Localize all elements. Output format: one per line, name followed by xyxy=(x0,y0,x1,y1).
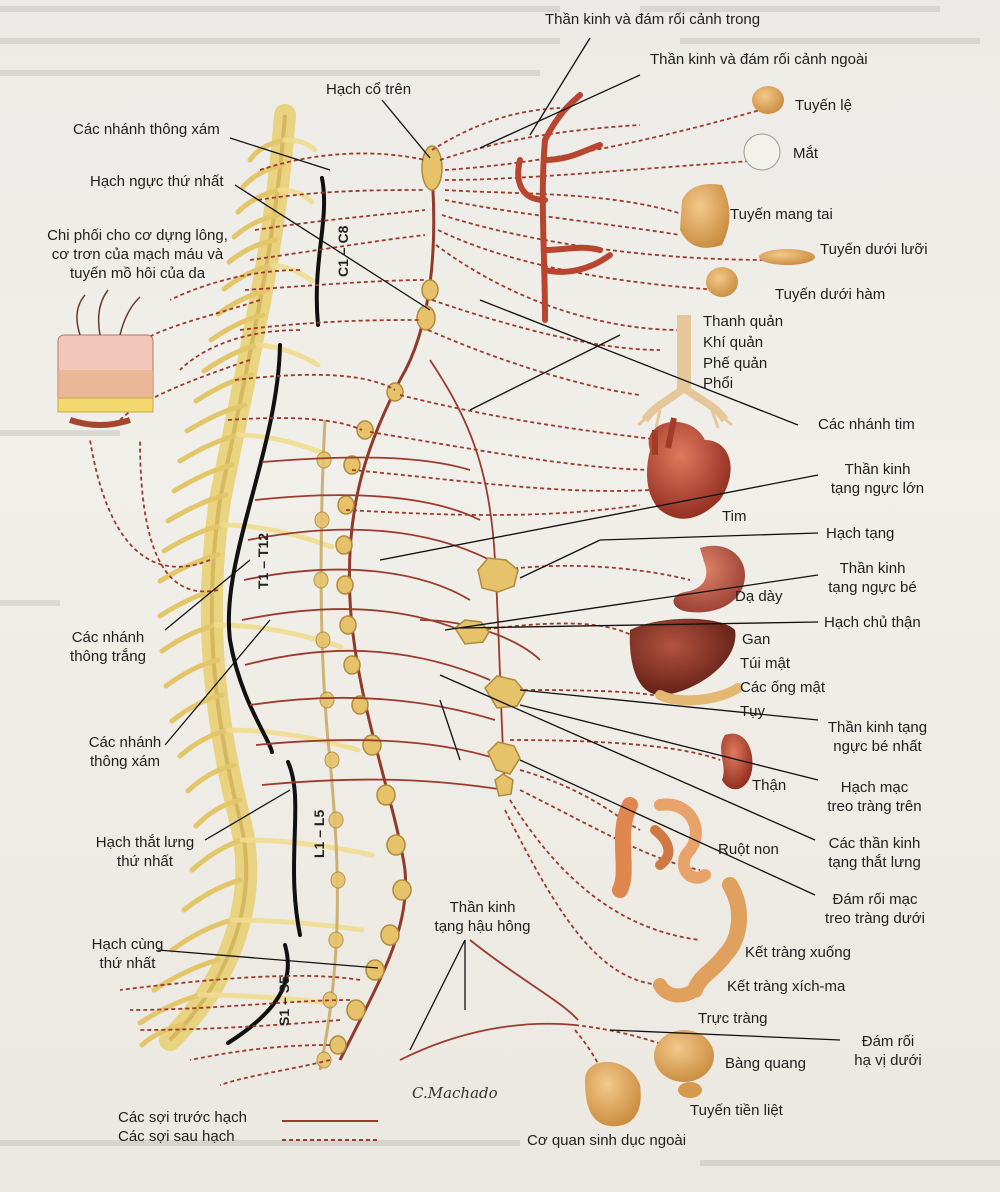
label-sigmoid-colon: Kết tràng xích-ma xyxy=(727,978,846,995)
label-urinary-bladder: Bàng quang xyxy=(725,1055,806,1072)
label-lacrimal-gland: Tuyến lệ xyxy=(795,97,852,114)
legend-preganglionic: Các sợi trước hạch xyxy=(118,1109,247,1126)
label-external-genitalia: Cơ quan sinh dục ngoài xyxy=(527,1132,687,1149)
segment-label-c1-c8: C1 – C8 xyxy=(335,225,351,277)
label-gallbladder: Túi mật xyxy=(740,655,791,672)
label-sublingual-gland: Tuyến dưới lưỡi xyxy=(820,241,928,258)
chain-ganglia xyxy=(329,145,443,1055)
label-lumbar-splanchnic: Các thần kinh tạng thắt lưng xyxy=(828,835,921,871)
head-organs xyxy=(680,86,815,297)
intestines xyxy=(612,797,748,1003)
label-parotid-gland: Tuyến mang tai xyxy=(730,206,833,223)
stomach-illustration xyxy=(673,545,745,613)
label-skin-innervation: Chi phối cho cơ dựng lông, cơ trơn của m… xyxy=(47,227,228,282)
label-lesser-splanchnic: Thần kinh tạng ngực bé xyxy=(828,560,917,596)
label-pancreas: Tụy xyxy=(740,703,766,720)
artist-signature: C.Machado xyxy=(412,1084,498,1102)
label-first-thoracic-ganglion: Hạch ngực thứ nhất xyxy=(90,173,224,190)
sympathetic-trunk xyxy=(338,149,436,1061)
label-kidney: Thận xyxy=(752,777,787,794)
label-white-rami: Các nhánh thông trắng xyxy=(70,629,146,665)
prevertebral-ganglia xyxy=(454,557,526,797)
pelvic-organs xyxy=(585,1030,714,1127)
label-aorticorenal-ganglion: Hạch chủ thận xyxy=(824,614,921,631)
skin-illustration xyxy=(57,289,154,428)
label-cardiac-branches: Các nhánh tim xyxy=(818,416,915,433)
leader-lines xyxy=(157,37,841,1051)
label-least-splanchnic: Thần kinh tạng ngực bé nhất xyxy=(827,719,928,755)
label-superior-cervical-ganglion: Hạch cổ trên xyxy=(326,81,412,98)
trachea-bronchi xyxy=(637,315,733,429)
kidney-illustration xyxy=(721,733,753,790)
segment-label-l1-l5: L1 – L5 xyxy=(311,809,327,858)
label-heart: Tim xyxy=(722,508,747,525)
label-liver: Gan xyxy=(742,631,771,648)
label-external-carotid: Thần kinh và đám rối cảnh ngoài xyxy=(650,51,868,68)
legend-postganglionic: Các sợi sau hạch xyxy=(118,1128,235,1145)
heart-illustration xyxy=(647,417,731,519)
label-bronchi: Phế quản xyxy=(703,355,768,372)
label-larynx: Thanh quản xyxy=(703,313,784,330)
label-first-sacral-ganglion: Hạch cùng thứ nhất xyxy=(91,936,164,972)
label-inferior-mesenteric-plexus: Đám rối mạc treo tràng dưới xyxy=(825,891,925,927)
label-descending-colon: Kết tràng xuống xyxy=(745,944,851,961)
label-prostate: Tuyến tiền liệt xyxy=(690,1102,783,1119)
label-first-lumbar-ganglion: Hạch thắt lưng thứ nhất xyxy=(95,834,195,870)
label-rectum: Trực tràng xyxy=(698,1010,768,1027)
label-small-intestine: Ruột non xyxy=(718,841,779,858)
label-submandibular-gland: Tuyến dưới hàm xyxy=(775,286,886,303)
label-gray-rami-top: Các nhánh thông xám xyxy=(73,121,220,138)
label-celiac-ganglion: Hạch tạng xyxy=(826,525,895,542)
label-trachea: Khí quản xyxy=(703,334,764,351)
spinal-nerve-roots xyxy=(137,137,288,1048)
carotid-arteries xyxy=(515,92,613,323)
label-inferior-hypogastric-plexus: Đám rối hạ vị dưới xyxy=(854,1033,922,1069)
preganglionic-fibers xyxy=(241,359,579,1061)
label-internal-carotid: Thần kinh và đám rối cảnh trong xyxy=(545,11,761,28)
label-stomach: Dạ dày xyxy=(735,588,783,605)
label-lungs: Phổi xyxy=(703,375,734,392)
label-gray-rami-bottom: Các nhánh thông xám xyxy=(88,734,162,770)
label-sacral-splanchnic: Thần kinh tạng hậu hông xyxy=(434,899,531,935)
label-eye: Mắt xyxy=(793,145,819,162)
segment-label-t1-t12: T1 – T12 xyxy=(255,532,271,589)
label-superior-mesenteric-ganglion: Hạch mạc treo tràng trên xyxy=(827,779,922,815)
segment-label-s1-s5: S1 – S5 xyxy=(276,976,292,1026)
label-greater-splanchnic: Thần kinh tạng ngực lớn xyxy=(830,461,925,497)
liver-illustration xyxy=(629,618,736,696)
label-bile-ducts: Các ống mật xyxy=(740,679,826,696)
